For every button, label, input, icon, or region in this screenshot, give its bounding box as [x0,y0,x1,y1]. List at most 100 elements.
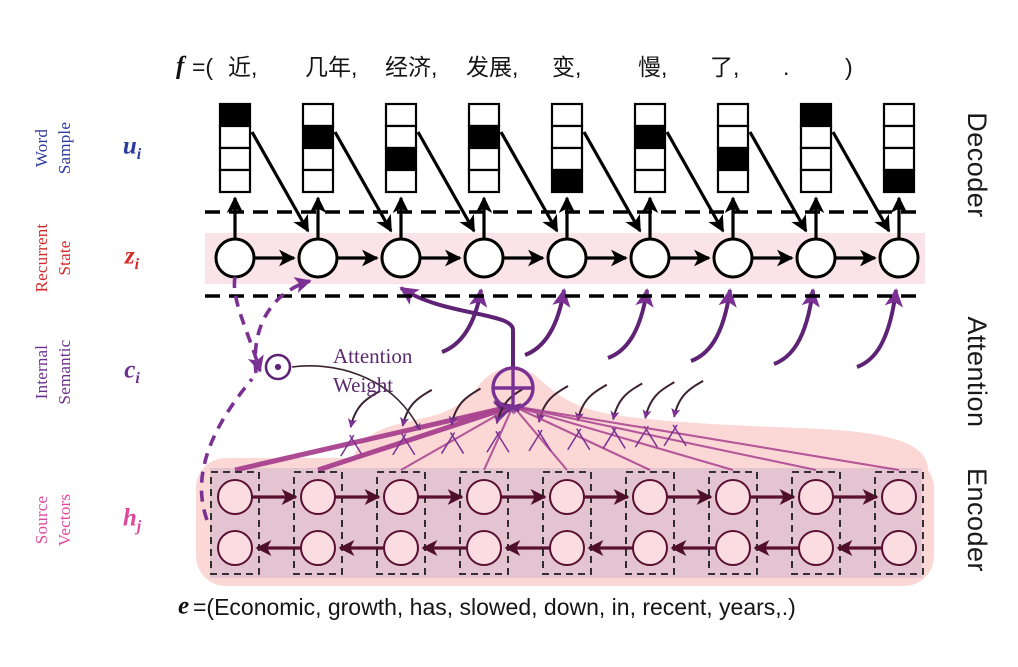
row-label-line1: Recurrent [32,224,51,293]
attention-weight-tick [340,434,364,457]
word-sample-cell [218,168,252,194]
encoder-column-box [210,471,260,575]
encoder-forward-node [217,479,253,515]
target-token: 几年, [305,54,357,80]
word-sample-cell [716,124,750,150]
attention-weight-pointer [399,388,433,427]
word-sample-cell-active [384,146,418,172]
encoder-forward-node [881,479,917,515]
attention-weight-pointer [574,383,608,422]
context-to-state-arrow [856,288,904,369]
source-to-product-dashed [199,377,254,521]
sample-feedback-arrow [582,131,642,233]
sample-feedback-arrow [748,131,808,233]
encoder-backward-node [798,530,834,566]
word-sample-cell [467,168,501,194]
row-symbol: zi [124,243,140,273]
word-sample-cell [467,146,501,172]
attention-weight-leader [291,365,421,431]
word-sample-cell [301,168,335,194]
row-symbol: ci [124,357,140,387]
word-sample-cell [550,102,584,128]
row-label-line2: Vectors [55,494,74,546]
stage-label-decoder: Decoder [962,112,992,218]
word-sample-cell [882,102,916,128]
encoder-backward-node [383,530,419,566]
word-sample-cell [218,146,252,172]
row-label-line1: Internal [32,345,51,400]
source-sentence-lead: e [178,593,189,620]
sample-feedback-arrow [665,131,725,233]
word-sample-cell [384,124,418,150]
word-sample-cell [799,168,833,194]
encoder-backward-node [715,530,751,566]
word-sample-cell [384,102,418,128]
sample-feedback-arrow [499,131,559,233]
attention-weight-line [512,404,734,472]
encoder-forward-node [383,479,419,515]
encoder-column-box [293,471,343,575]
attention-weight-pointer [536,385,569,423]
encoder-column-box [791,471,841,575]
attention-weight-line [512,405,651,471]
word-sample-cell [633,102,667,128]
attention-weight-tick [392,433,416,456]
attention-weight-pointer [642,381,675,420]
attention-weight-tick [634,425,658,448]
attention-weight-line [512,403,900,472]
word-sample-cell [384,168,418,194]
word-sample-cell [467,102,501,128]
word-sample-cell [799,146,833,172]
attention-weight-pointer [347,390,381,429]
target-token: 经济, [385,54,437,80]
row-label-line1: Word [32,129,51,167]
recurrent-state-node [297,237,339,279]
attention-weight-tick [567,428,591,451]
encoder-forward-node [715,479,751,515]
word-sample-cell [716,168,750,194]
context-to-state-arrow [773,288,820,366]
word-sample-cell [633,146,667,172]
row-label-line1: Source [32,496,51,544]
attention-weight-tick [440,432,465,454]
context-to-state-arrow [399,286,515,368]
attention-weight-line [512,403,817,472]
target-sentence-lead: f [176,53,187,80]
recurrent-state-node [629,237,671,279]
word-sample-cell [799,124,833,150]
encoder-column-box [459,471,509,575]
attention-weight-tick [528,429,552,452]
recurrent-state-node [795,237,837,279]
row-label-line2: Sample [55,122,74,174]
word-sample-cell [550,146,584,172]
attention-weight-pointer [610,382,643,421]
sample-feedback-arrow [333,131,393,233]
recurrent-state-node [380,237,422,279]
attention-weight-line [512,405,568,471]
context-to-state-arrow [441,288,488,354]
word-sample-cell-active [799,102,833,128]
attention-weight-line [483,405,514,471]
word-sample-cell-active [550,168,584,194]
context-to-state-arrow [607,288,654,360]
row-symbol: hj [123,505,142,535]
word-sample-cell [301,146,335,172]
attention-weight-line [317,402,515,473]
text-layer: f=(近,几年,经济,发展,变,慢,了,.)e=(Economic, growt… [32,53,992,620]
word-sample-cell-active [218,102,252,128]
encoder-column-box [874,471,924,575]
word-sample-cell [550,124,584,150]
elementwise-product-dot [274,363,282,371]
encoder-forward-node [549,479,585,515]
target-token: 慢, [638,54,667,80]
word-sample-cell [218,124,252,150]
recurrent-state-node [712,237,754,279]
attention-weight-line [234,400,515,473]
word-sample-cell-active [716,146,750,172]
encoder-backward-node [881,530,917,566]
target-token: ) [845,54,853,80]
